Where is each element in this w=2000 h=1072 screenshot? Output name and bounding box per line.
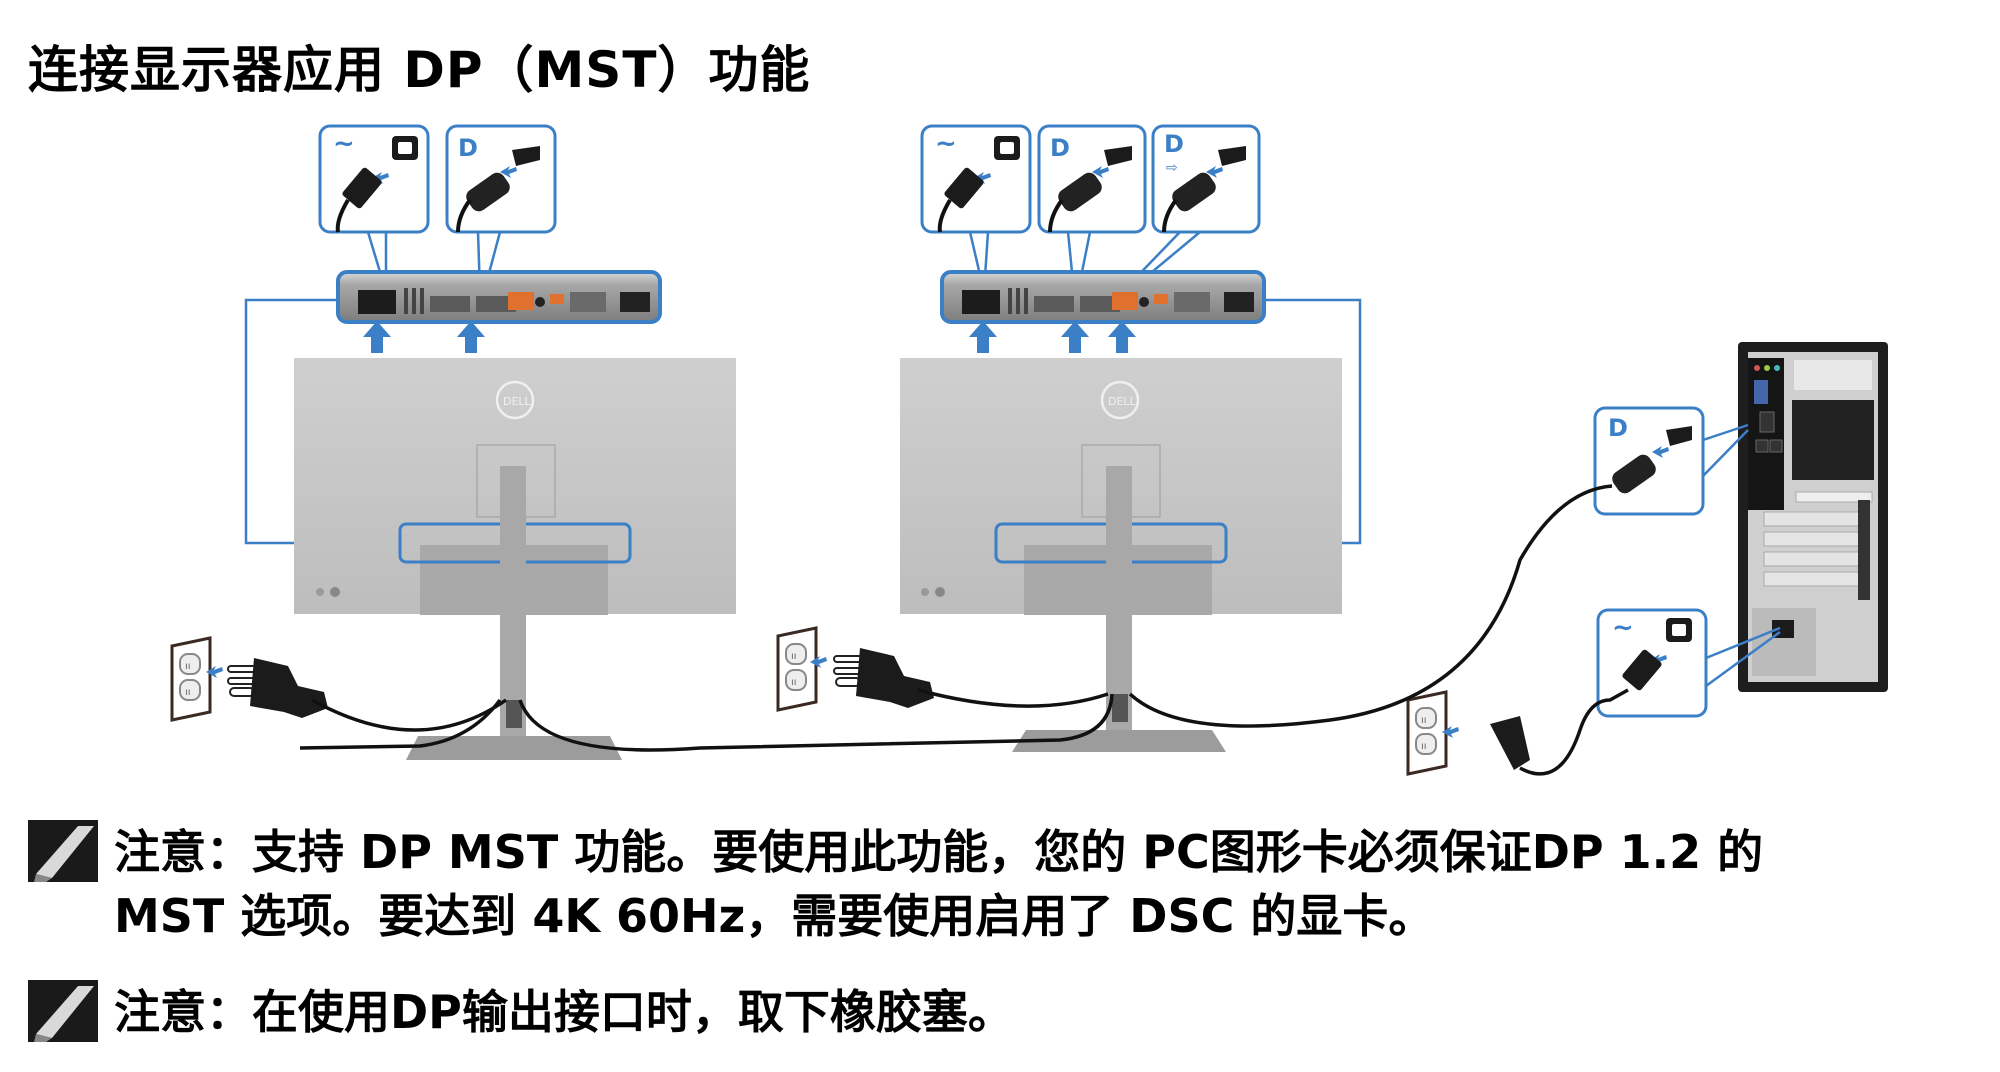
dp-connector-icon — [1172, 172, 1216, 212]
power-symbol-icon: ~ — [1612, 613, 1634, 643]
power-plug-3 — [1490, 716, 1530, 770]
dp-connector-icon — [1058, 172, 1102, 212]
monitor-2: ~ D D ⇨ — [900, 124, 1362, 752]
note-mst: 注意：支持 DP MST 功能。要使用此功能，您的 PC图形卡必须保证DP 1.… — [28, 820, 1763, 948]
dp-port-icon — [512, 146, 540, 166]
note-mst-line-2: MST 选项。要达到 4K 60Hz，需要使用启用了 DSC 的显卡。 — [114, 889, 1435, 943]
power-symbol-icon: ~ — [935, 129, 957, 159]
cable-power-2 — [917, 688, 1109, 708]
displayport-icon: D — [1164, 130, 1184, 158]
power-plug-2 — [833, 647, 935, 709]
dp-connector-icon — [1612, 454, 1656, 494]
dell-logo-icon — [495, 380, 535, 420]
displayport-icon: D — [1050, 134, 1070, 162]
cable-power-pc — [1519, 688, 1629, 776]
callout-dp-in-2: D — [1037, 124, 1147, 234]
dp-connector-icon — [466, 172, 510, 212]
callout-pc-power-in: ~ — [1596, 608, 1781, 718]
desktop-pc: D ~ — [1593, 342, 1888, 718]
callout-power-in-1: ~ — [318, 124, 430, 234]
power-symbol-icon: ~ — [333, 129, 355, 159]
cable-power-1 — [311, 698, 508, 732]
displayport-icon: D — [1608, 414, 1628, 442]
page-title: 连接显示器应用 DP（MST）功能 — [28, 41, 811, 99]
cables — [299, 484, 1629, 776]
note-rubber-plug: 注意：在使用DP输出接口时，取下橡胶塞。 — [28, 980, 1014, 1044]
power-connector-icon — [1622, 649, 1662, 691]
callout-dp-in-1: D — [445, 124, 557, 234]
callout-pc-dp-out: D — [1593, 406, 1749, 516]
wall-outlet-1 — [170, 636, 223, 722]
callout-power-in-2: ~ — [920, 124, 1032, 234]
wall-outlet-2 — [776, 626, 827, 712]
callout-dp-out-2: D ⇨ — [1151, 124, 1261, 234]
power-connector-icon — [944, 167, 984, 209]
note-rubber-plug-text: 注意：在使用DP输出接口时，取下橡胶塞。 — [114, 985, 1014, 1039]
svg-text:DELL: DELL — [503, 395, 532, 408]
power-connector-icon — [342, 167, 382, 209]
fan-grille — [1792, 400, 1874, 480]
dell-logo-icon — [1100, 380, 1140, 420]
svg-text:DELL: DELL — [1108, 395, 1137, 408]
pencil-note-icon — [28, 980, 98, 1042]
pencil-note-icon — [28, 820, 98, 882]
wall-outlet-3 — [1406, 690, 1459, 776]
dp-port-icon — [1666, 426, 1692, 446]
displayport-icon: D — [458, 134, 478, 162]
cable-dp-mon1-mon2 — [518, 693, 1114, 752]
monitor-1: ~ D — [244, 124, 736, 760]
dp-port-icon — [1104, 146, 1132, 166]
note-mst-line-1: 注意：支持 DP MST 功能。要使用此功能，您的 PC图形卡必须保证DP 1.… — [114, 825, 1764, 879]
output-arrow-icon: ⇨ — [1166, 160, 1178, 176]
power-plug-1 — [227, 657, 329, 719]
dp-port-icon — [1218, 146, 1246, 166]
cable-dp-pc-mon2 — [1128, 484, 1613, 728]
